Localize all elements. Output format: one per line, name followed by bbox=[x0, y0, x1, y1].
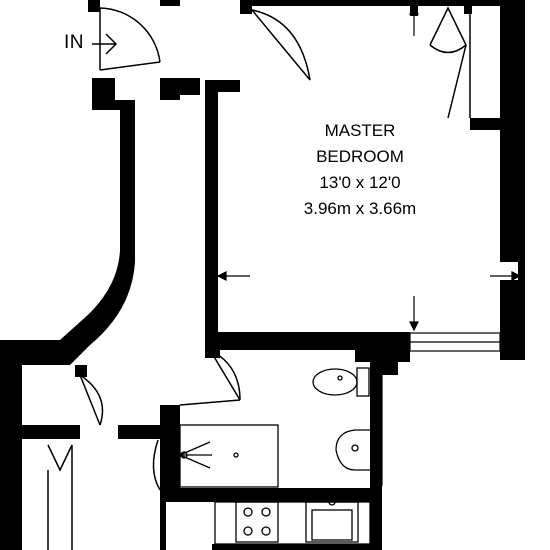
kitchen-fixtures bbox=[214, 498, 371, 545]
wall-kitchen-bottom bbox=[212, 544, 372, 550]
wall-left-mid bbox=[22, 425, 80, 439]
wall-top-bedroom bbox=[252, 0, 502, 6]
entry-arrow-icon bbox=[92, 33, 118, 55]
lower-left-door bbox=[47, 444, 73, 550]
bathroom-door bbox=[179, 349, 241, 406]
wall-top-left bbox=[88, 0, 100, 12]
wall-left-mid-2 bbox=[118, 425, 160, 439]
basin bbox=[335, 429, 372, 471]
wall-top-right bbox=[240, 0, 252, 14]
shower bbox=[179, 424, 279, 488]
toilet bbox=[312, 367, 370, 397]
hob-icon bbox=[235, 501, 279, 543]
entrance-door bbox=[99, 7, 161, 71]
walls bbox=[0, 0, 525, 550]
wall-kitchen-right bbox=[370, 490, 382, 550]
wall-bathroom-right bbox=[370, 350, 382, 490]
entry-label: IN bbox=[64, 32, 84, 53]
wall-kitchen-left bbox=[160, 502, 166, 550]
wall-left-stub bbox=[75, 365, 87, 377]
room-dimensions-metric: 3.96m x 3.66m bbox=[303, 199, 417, 218]
wall-left-lower bbox=[0, 340, 22, 550]
room-dimensions-imperial: 13'0 x 12'0 bbox=[319, 173, 401, 192]
wall-right-lower-stub bbox=[382, 355, 398, 375]
doors bbox=[47, 6, 471, 550]
wall-right-exterior bbox=[470, 0, 525, 360]
kitchen-door bbox=[152, 439, 161, 491]
bedroom-door bbox=[251, 9, 311, 81]
wall-bathroom-left bbox=[160, 405, 180, 490]
kitchen-worktop bbox=[214, 501, 371, 545]
left-room-door bbox=[79, 374, 104, 426]
bathroom-fixtures bbox=[179, 367, 372, 488]
wall-bedroom-left bbox=[205, 80, 240, 332]
wardrobe-doors bbox=[429, 6, 471, 119]
room-name-line-1: MASTER bbox=[324, 121, 396, 140]
wall-bathroom-bottom bbox=[160, 488, 382, 502]
room-name-line-2: BEDROOM bbox=[316, 147, 404, 166]
wall-corridor-right bbox=[160, 78, 200, 100]
wall-corridor-left bbox=[0, 78, 135, 365]
wall-top-mark-2 bbox=[464, 0, 472, 14]
wall-top-mid bbox=[160, 0, 180, 6]
wall-bedroom-bottom bbox=[205, 332, 410, 350]
sink-icon bbox=[305, 498, 359, 543]
dimension-arrows bbox=[216, 4, 522, 332]
room-label-master-bedroom: MASTER BEDROOM 13'0 x 12'0 3.96m x 3.66m bbox=[270, 118, 450, 222]
wall-bedroom-bottom-right bbox=[500, 332, 525, 352]
